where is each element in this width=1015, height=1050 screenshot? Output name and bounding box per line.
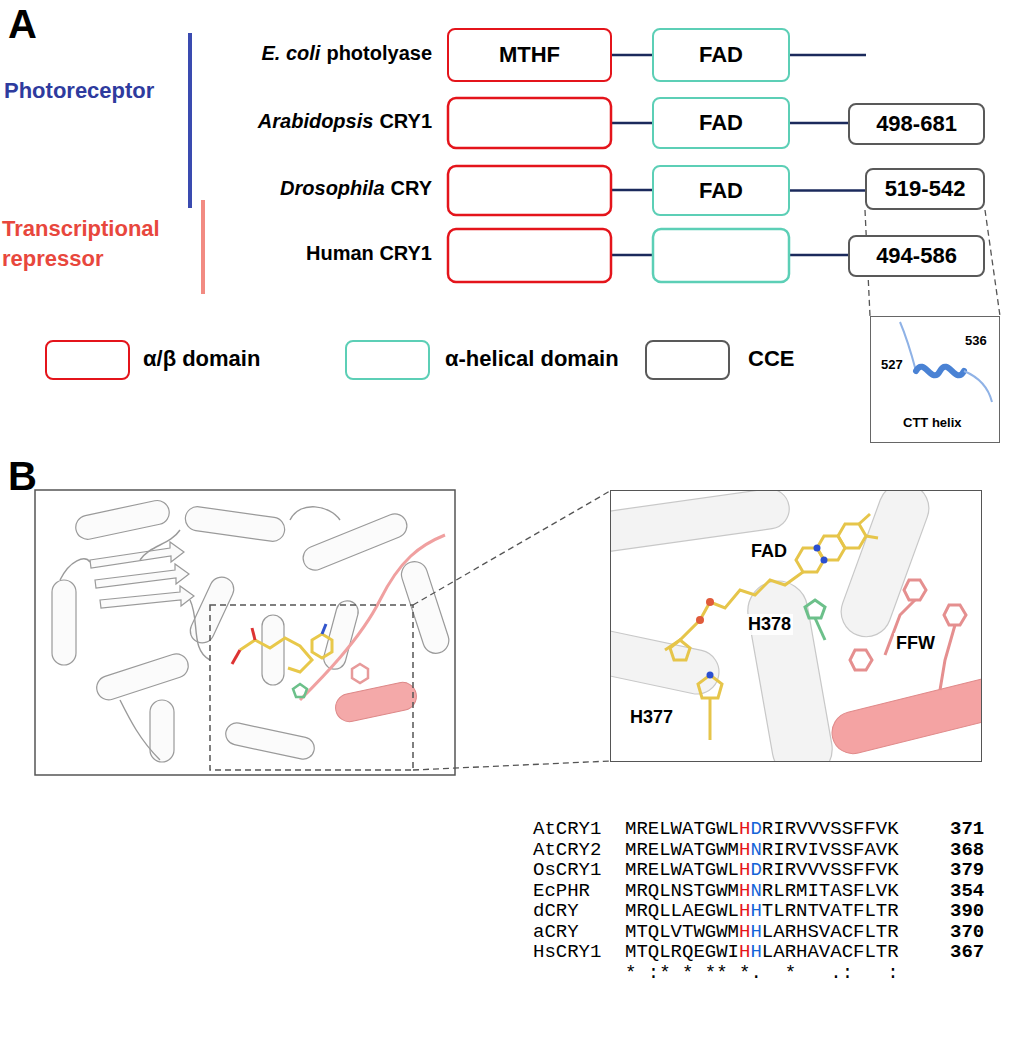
domain-label: MTHF — [499, 42, 560, 68]
residue-number: 354 — [950, 880, 984, 903]
domain-label: FAD — [699, 42, 743, 68]
legend-swatch — [345, 340, 430, 380]
legend-swatch — [645, 340, 730, 380]
residue-number: 371 — [950, 818, 984, 841]
domain-box: FAD — [652, 165, 790, 216]
structure-label: 527 — [879, 357, 905, 372]
connector-line — [790, 189, 865, 192]
sequence-name: EcPHR — [533, 880, 590, 903]
linker-connector — [790, 122, 848, 125]
connector-line — [790, 122, 848, 125]
row-name: ArabidopsisCRY1 — [258, 110, 432, 133]
legend-text: α-helical domain — [445, 346, 619, 372]
highlighted-residue: N — [750, 880, 761, 902]
highlighted-residue: N — [750, 839, 761, 861]
domain-label: 519-542 — [885, 176, 966, 202]
highlighted-residue: H — [750, 921, 761, 943]
row-name-part: Arabidopsis — [258, 110, 374, 133]
panel-letter: B — [8, 452, 37, 500]
sequence: MRQLNSTGWMHNRLRMITASFLVK — [625, 880, 899, 903]
residue-number: 390 — [950, 900, 984, 923]
highlighted-residue: H — [739, 839, 750, 861]
empty-domain-boxes — [448, 98, 789, 282]
row-name-part: CRY — [391, 177, 432, 200]
ctt-helix-figure — [900, 322, 992, 402]
structure-label: H377 — [628, 707, 675, 728]
sequence-name: aCRY — [533, 921, 579, 944]
group-label: Transcriptional repressor — [2, 214, 188, 274]
linker-lines — [612, 55, 866, 255]
highlighted-residue: H — [739, 859, 750, 881]
row-name-part: Human CRY1 — [306, 242, 432, 265]
inset-panel: 536 527CTT helix — [870, 316, 1000, 443]
residue-number: 379 — [950, 859, 984, 882]
structure-label: H378 — [746, 614, 793, 635]
structure-label: FAD — [749, 541, 789, 562]
sequence: MRELWATGWLHDRIRVVVSSFFVK — [625, 859, 899, 882]
structure-label: CTT helix — [901, 415, 964, 430]
domain-label: 498-681 — [876, 111, 957, 137]
sequence-name: dCRY — [533, 900, 579, 923]
sequence-name: AtCRY2 — [533, 839, 601, 862]
cce-box: 519-542 — [865, 168, 985, 210]
highlighted-residue: H — [739, 941, 750, 963]
protein-structure — [52, 498, 452, 770]
sequence: MTQLRQEGWIHHLARHAVACFLTR — [625, 941, 899, 964]
domain-label: 494-586 — [876, 243, 957, 269]
legend-text: α/β domain — [143, 346, 260, 372]
zoom-guide-lines — [413, 491, 610, 770]
highlighted-residue: D — [750, 859, 761, 881]
domain-label: FAD — [699, 110, 743, 136]
highlighted-residue: H — [739, 900, 750, 922]
domain-box: MTHF — [447, 28, 612, 82]
zoom-structure — [610, 490, 982, 762]
structure-label: FFW — [894, 633, 937, 654]
legend-swatch — [45, 340, 130, 380]
linker-connector — [790, 189, 865, 192]
domain-box: FAD — [652, 97, 790, 149]
domain-box: FAD — [652, 28, 790, 82]
linker-connector — [612, 54, 652, 57]
row-name-part: E. coli — [262, 42, 321, 65]
row-name-part: photolyase — [326, 42, 432, 65]
sequence-name: HsCRY1 — [533, 941, 601, 964]
row-name-part: CRY1 — [379, 110, 432, 133]
residue-number: 368 — [950, 839, 984, 862]
highlighted-residue: H — [750, 941, 761, 963]
connector-line — [612, 54, 652, 57]
sequence: MRELWATGWMHNRIRVIVSSFAVK — [625, 839, 899, 862]
highlighted-residue: H — [750, 900, 761, 922]
sequence: MRQLLAEGWLHHTLRNTVATFLTR — [625, 900, 899, 923]
repressor-bar — [201, 200, 205, 294]
residue-number: 367 — [950, 941, 984, 964]
row-name: Human CRY1 — [306, 242, 432, 265]
sequence-name: OsCRY1 — [533, 859, 601, 882]
sequence: MTQLVTWGWMHHLARHSVACFLTR — [625, 921, 899, 944]
cce-box: 494-586 — [848, 235, 985, 277]
domain-label: FAD — [699, 178, 743, 204]
highlighted-residue: H — [739, 921, 750, 943]
highlighted-residue: H — [739, 880, 750, 902]
structure-label: 536 — [963, 333, 989, 348]
connector-line — [985, 210, 1000, 316]
consensus-line: * :* * ** *. * .: : — [625, 962, 899, 985]
highlighted-residue: D — [750, 818, 761, 840]
photoreceptor-bar — [188, 33, 192, 208]
legend-text: CCE — [748, 346, 794, 372]
row-name: E. coliphotolyase — [262, 42, 432, 65]
cce-box: 498-681 — [848, 103, 985, 145]
structure-frame — [35, 490, 455, 775]
highlighted-residue: H — [739, 818, 750, 840]
sequence-name: AtCRY1 — [533, 818, 601, 841]
zoom-panel: FAD H378FFW H377 — [610, 490, 982, 762]
sequence: MRELWATGWLHDRIRVVVSSFFVK — [625, 818, 899, 841]
row-name: Drosophila CRY — [280, 177, 432, 200]
group-label: Photoreceptor — [4, 78, 154, 104]
residue-number: 370 — [950, 921, 984, 944]
panel-letter: A — [8, 0, 37, 48]
row-name-part: Drosophila — [280, 177, 384, 200]
